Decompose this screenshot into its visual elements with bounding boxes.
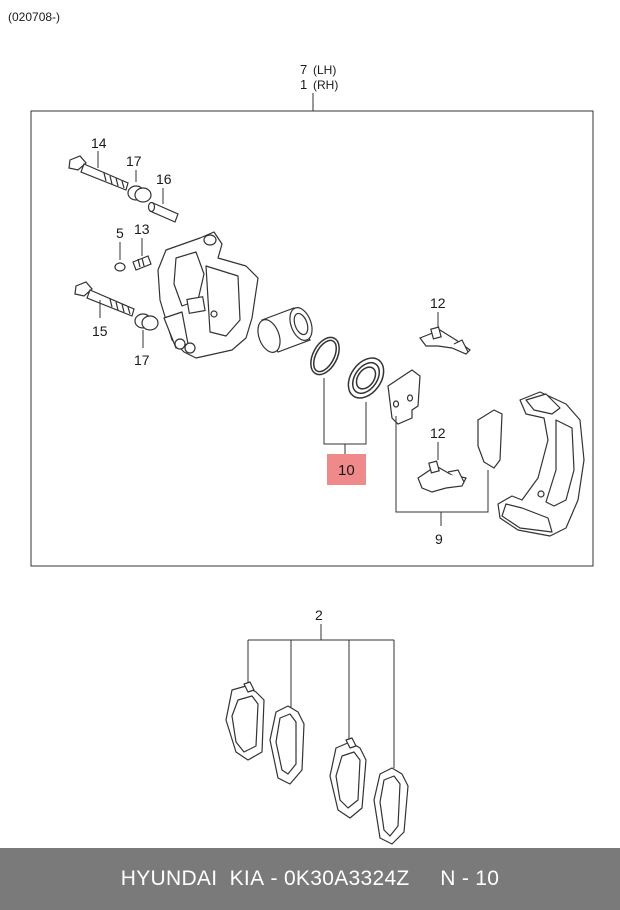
parts-diagram: 7 (LH) 1 (RH) 14 17 16 5 13 (30, 62, 594, 845)
caliper-bracket (497, 391, 585, 537)
label-part-9: 9 (435, 531, 443, 547)
footer-part-number: 0K30A3324Z (283, 867, 410, 890)
pad-clip-upper (419, 326, 471, 355)
bolt-upper (68, 155, 129, 191)
brake-pad-4 (373, 767, 409, 845)
assembly-frame (30, 110, 594, 567)
assembly-rh-side: (RH) (313, 78, 338, 92)
bolt-lower (74, 281, 135, 317)
label-part-17-lower: 17 (134, 352, 150, 368)
bushing-lower (134, 313, 159, 331)
footer-brand: HYUNDAI KIA (120, 867, 265, 890)
brake-pad-2 (269, 705, 305, 785)
footer-ref: N - 10 (440, 867, 500, 890)
label-part-17-upper: 17 (126, 153, 142, 169)
label-part-14: 14 (91, 135, 107, 151)
label-part-12-upper: 12 (430, 295, 446, 311)
piston (257, 307, 313, 353)
label-part-15: 15 (92, 323, 108, 339)
assembly-lh-side: (LH) (313, 63, 336, 77)
pad-clip-lower (417, 460, 467, 493)
label-part-10[interactable]: 10 (338, 462, 355, 479)
footer-bar: HYUNDAI KIA - 0K30A3324Z N - 10 (0, 848, 620, 910)
brake-pad-1 (225, 681, 265, 761)
label-part-16: 16 (156, 171, 172, 187)
anti-rattle-plate (387, 369, 421, 425)
assembly-lh-number: 7 (300, 62, 307, 77)
label-part-5: 5 (116, 225, 124, 241)
assembly-rh-number: 1 (300, 77, 307, 92)
bleeder-screw (132, 255, 152, 271)
guide-pin (147, 201, 179, 223)
bleeder-cap (114, 262, 126, 272)
label-part-2: 2 (315, 607, 323, 623)
label-part-12-lower: 12 (430, 425, 446, 441)
bushing-upper (127, 185, 152, 203)
label-part-13: 13 (134, 221, 150, 237)
pad-shim (477, 409, 503, 469)
brake-pad-3 (329, 737, 367, 819)
date-code: (020708-) (8, 10, 61, 24)
caliper-housing (157, 231, 259, 359)
piston-seal (310, 336, 340, 376)
dust-boot (347, 357, 385, 399)
part-10-highlight[interactable] (327, 454, 366, 485)
